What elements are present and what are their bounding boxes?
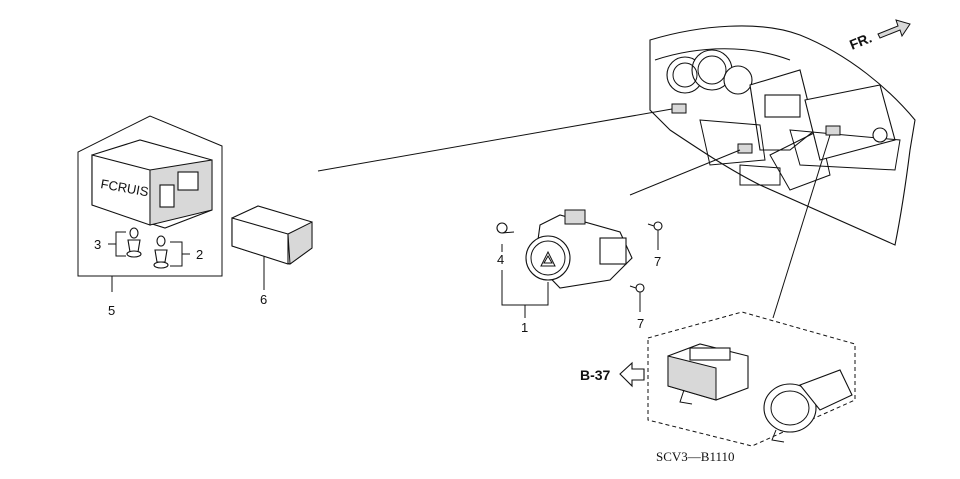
front-direction-indicator: FR. xyxy=(847,19,911,53)
blank-cap xyxy=(231,205,313,290)
front-label: FR. xyxy=(847,29,874,52)
leader-lines xyxy=(317,108,831,319)
hazard-switch xyxy=(496,209,663,318)
reference-arrow: B-37 xyxy=(580,361,645,388)
drawing-code: SCV3—B1110 xyxy=(656,449,735,464)
callout-2: 2 xyxy=(196,247,203,262)
cruise-switch-group: FCRUIS xyxy=(77,115,223,292)
callout-7-lower: 7 xyxy=(637,316,644,331)
callout-5: 5 xyxy=(108,303,115,318)
callout-7-upper: 7 xyxy=(654,254,661,269)
accessory-socket-group xyxy=(647,311,856,447)
callout-4: 4 xyxy=(497,252,504,267)
reference-code: B-37 xyxy=(580,367,611,383)
callout-1: 1 xyxy=(521,320,528,335)
callout-6: 6 xyxy=(260,292,267,307)
callout-3: 3 xyxy=(94,237,101,252)
dashboard-illustration xyxy=(649,25,916,246)
